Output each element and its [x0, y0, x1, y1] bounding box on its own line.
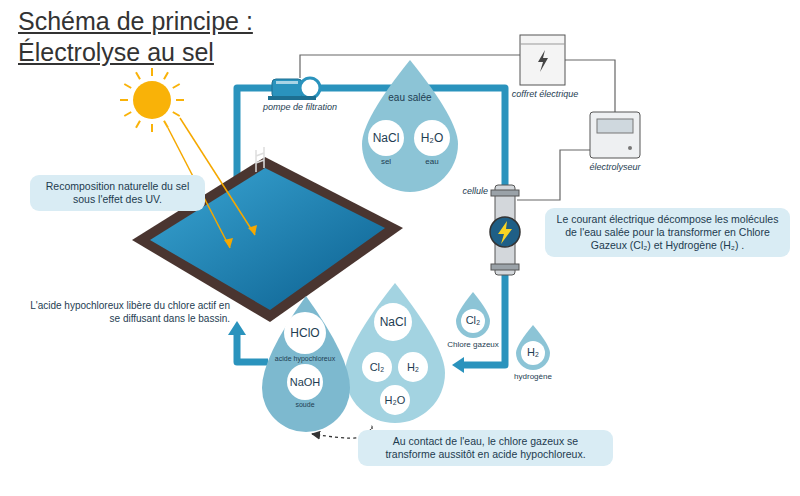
chemical-formula: NaCl	[373, 131, 400, 145]
part-label: cellule	[440, 186, 488, 197]
molecule-circle: H₂	[398, 352, 428, 382]
sun-ray	[173, 84, 180, 88]
water-drop: eau saléeNaClselH₂Oeau	[362, 60, 458, 192]
molecule-name: acide hypochloreux	[275, 355, 335, 362]
pump	[268, 78, 320, 100]
drop-outline	[345, 283, 445, 423]
molecule-circle: H₂Oeau	[414, 120, 450, 156]
sun-ray	[164, 72, 168, 79]
drop-outline	[456, 292, 490, 338]
water-drop: HClOacide hypochloreuxNaOHsoude	[262, 296, 350, 432]
molecule-circle: NaOHsoude	[287, 364, 323, 400]
drop-outline	[262, 296, 350, 432]
sun-ray	[151, 68, 153, 76]
sun-ray	[136, 121, 140, 128]
chemical-formula: HClO	[290, 326, 319, 340]
box-text: Recomposition naturelle du sel sous l'ef…	[39, 180, 196, 206]
chemical-formula: H₂O	[385, 394, 406, 406]
gas-name: hydrogène	[514, 372, 552, 381]
molecule-circle: H₂O	[380, 385, 410, 415]
drop-outline	[362, 60, 458, 192]
sun-ray	[136, 72, 140, 79]
drop-outline	[516, 325, 550, 370]
molecule-circle: NaClsel	[368, 120, 404, 156]
sun-ray	[173, 112, 180, 116]
electrical-box	[520, 35, 565, 85]
water-drop: Cl₂Chlore gazeux	[456, 292, 490, 338]
molecule-circle: Cl₂	[362, 352, 392, 382]
info-box: Recomposition naturelle du sel sous l'ef…	[30, 175, 205, 211]
sun	[120, 68, 257, 248]
sun-ray	[124, 112, 131, 116]
chemical-formula: H₂O	[421, 131, 444, 145]
pipe-arrowhead	[228, 321, 246, 335]
molecule-name: eau	[425, 157, 438, 166]
title: Schéma de principe : Électrolyse au sel	[18, 6, 280, 68]
sun-ray	[124, 84, 131, 88]
sun-ray	[120, 99, 128, 101]
cell	[490, 185, 520, 275]
info-box: Le courant électrique décompose les molé…	[545, 208, 790, 257]
gas-name: Chlore gazeux	[447, 340, 499, 349]
part-label: coffret électrique	[505, 89, 585, 100]
electrolyser	[590, 112, 640, 158]
sun-ray	[164, 121, 168, 128]
chemical-formula: NaOH	[290, 376, 321, 388]
chemical-formula: Cl₂	[466, 314, 481, 326]
molecule-name: soude	[295, 401, 314, 408]
part-label: électrolyseur	[575, 162, 655, 173]
chemical-formula: H₂	[527, 346, 539, 358]
part-label: pompe de filtration	[250, 102, 350, 113]
drop-circle	[521, 341, 545, 365]
pipe-arrowhead	[452, 357, 464, 373]
box-text: Au contact de l'eau, le chlore gazeux se…	[367, 435, 604, 461]
pool	[132, 147, 403, 322]
chemical-formula: NaCl	[380, 315, 407, 329]
molecule-name: sel	[381, 157, 391, 166]
molecule-circle: HClOacide hypochloreux	[284, 312, 326, 354]
chemical-formula: H₂	[407, 361, 419, 373]
drop-title: eau salée	[388, 92, 431, 103]
water-drop: H₂hydrogène	[516, 325, 550, 370]
drop-circle	[461, 309, 485, 333]
electric-wire	[300, 55, 615, 200]
chemical-formula: Cl₂	[370, 361, 385, 373]
water-drop: NaClCl₂ H₂ H₂O	[345, 283, 445, 423]
info-box: Au contact de l'eau, le chlore gazeux se…	[358, 430, 613, 466]
note: L'acide hypochloreux libère du chlore ac…	[25, 300, 230, 325]
box-text: Le courant électrique décompose les molé…	[554, 213, 781, 252]
sun-ray	[151, 124, 153, 132]
sun-ray	[176, 99, 184, 101]
molecule-circle: NaCl	[374, 303, 412, 341]
